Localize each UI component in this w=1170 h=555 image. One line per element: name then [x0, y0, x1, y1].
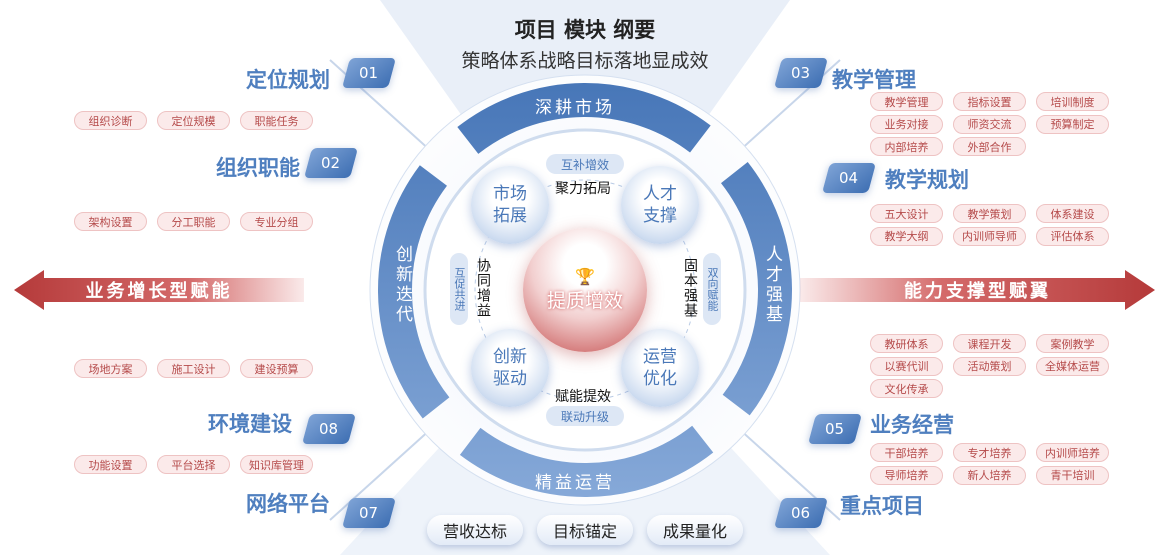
section-tag: 案例教学	[1036, 334, 1109, 353]
section-tag: 师资交流	[953, 114, 1026, 134]
section-tag: 新人培养	[953, 465, 1026, 485]
section-tag: 体系建设	[1036, 204, 1109, 223]
connector-top-pill: 互补增效	[546, 154, 624, 174]
section-title: 重点项目	[840, 494, 924, 518]
section-tag: 指标设置	[953, 92, 1026, 111]
trophy-icon: 🏆	[575, 267, 595, 286]
section-tag: 场地方案	[74, 359, 147, 378]
section-number: 05	[825, 420, 845, 438]
ring-label-left: 创新迭代	[392, 245, 412, 325]
section-title: 定位规划	[246, 68, 330, 92]
section-tag: 培训制度	[1036, 92, 1109, 111]
connector-bottom-pill: 联动升级	[546, 406, 624, 426]
section-title: 教学规划	[885, 168, 969, 192]
section-tag: 外部合作	[953, 137, 1026, 156]
section-tag: 业务对接	[870, 114, 943, 134]
section-number-badge: 07	[341, 498, 397, 528]
section-number-badge: 04	[821, 163, 877, 193]
bottom-pill-result: 成果量化	[647, 515, 743, 545]
section-tag: 干部培养	[870, 443, 943, 462]
ring-label-bottom: 精益运营	[535, 473, 615, 493]
section-tag: 评估体系	[1036, 226, 1109, 246]
section-tag: 专才培养	[953, 443, 1026, 462]
page-subtitle: 策略体系战略目标落地显成效	[461, 50, 709, 72]
right-arrow-label: 能力支撑型赋翼	[904, 281, 1051, 302]
section-title: 网络平台	[246, 492, 330, 516]
section-number: 01	[359, 64, 379, 82]
section-tag: 组织诊断	[74, 111, 147, 130]
section-tag: 建设预算	[240, 359, 313, 378]
section-tag: 青干培训	[1036, 465, 1109, 485]
section-number-badge: 05	[807, 414, 863, 444]
section-title: 业务经营	[870, 413, 954, 437]
bottom-pill-revenue: 营收达标	[427, 515, 523, 545]
center-sphere: 🏆 提质增效	[523, 228, 647, 352]
bottom-pill-target: 目标锚定	[537, 515, 633, 545]
quadrant-operation: 运营 优化	[621, 329, 699, 407]
section-title: 教学管理	[832, 68, 916, 92]
section-number: 03	[791, 64, 811, 82]
section-tag: 内训师导师	[953, 226, 1026, 246]
section-tag: 分工职能	[157, 212, 230, 231]
connector-right-pill: 双向赋能	[703, 253, 721, 325]
section-tag: 内训师培养	[1036, 443, 1109, 462]
section-number: 08	[319, 420, 339, 438]
section-number: 04	[839, 169, 859, 187]
section-tag: 教学管理	[870, 92, 943, 111]
section-tag: 功能设置	[74, 455, 147, 474]
section-tag: 活动策划	[953, 356, 1026, 376]
page-title: 项目 模块 纲要	[514, 18, 656, 42]
section-number-badge: 01	[341, 58, 397, 88]
section-number-badge: 03	[773, 58, 829, 88]
section-tag: 职能任务	[240, 111, 313, 130]
section-tag: 以赛代训	[870, 356, 943, 376]
section-tag: 五大设计	[870, 204, 943, 223]
connector-top-text: 聚力拓局	[555, 181, 611, 197]
section-tag: 预算制定	[1036, 114, 1109, 134]
section-number-badge: 08	[301, 414, 357, 444]
quadrant-market: 市场 拓展	[471, 166, 549, 244]
section-tag: 文化传承	[870, 379, 943, 398]
section-tag: 专业分组	[240, 212, 313, 231]
section-title: 组织职能	[216, 156, 300, 180]
section-tag: 平台选择	[157, 455, 230, 474]
connector-left-pill: 互促共进	[450, 253, 468, 325]
ring-label-right: 人才强基	[762, 245, 782, 325]
section-tag: 全媒体运营	[1036, 356, 1109, 376]
section-tag: 教研体系	[870, 334, 943, 353]
section-number: 06	[791, 504, 811, 522]
left-arrow-label: 业务增长型赋能	[85, 281, 233, 302]
section-tag: 导师培养	[870, 465, 943, 485]
section-tag: 教学大纲	[870, 226, 943, 246]
center-label: 提质增效	[546, 290, 623, 312]
section-tag: 课程开发	[953, 334, 1026, 353]
ring-label-top: 深耕市场	[535, 98, 615, 118]
section-tag: 定位规模	[157, 111, 230, 130]
connector-right-text: 固本强基	[682, 258, 698, 318]
section-tag: 教学策划	[953, 204, 1026, 223]
section-tag: 内部培养	[870, 137, 943, 156]
section-title: 环境建设	[208, 412, 292, 436]
connector-bottom-text: 赋能提效	[555, 389, 611, 405]
section-number-badge: 02	[303, 148, 359, 178]
section-number: 07	[359, 504, 379, 522]
quadrant-talent: 人才 支撑	[621, 166, 699, 244]
section-number-badge: 06	[773, 498, 829, 528]
section-number: 02	[321, 154, 341, 172]
quadrant-innovation: 创新 驱动	[471, 329, 549, 407]
section-tag: 知识库管理	[240, 455, 313, 474]
connector-left-text: 协同增益	[475, 258, 491, 318]
section-tag: 架构设置	[74, 212, 147, 231]
section-tag: 施工设计	[157, 359, 230, 378]
